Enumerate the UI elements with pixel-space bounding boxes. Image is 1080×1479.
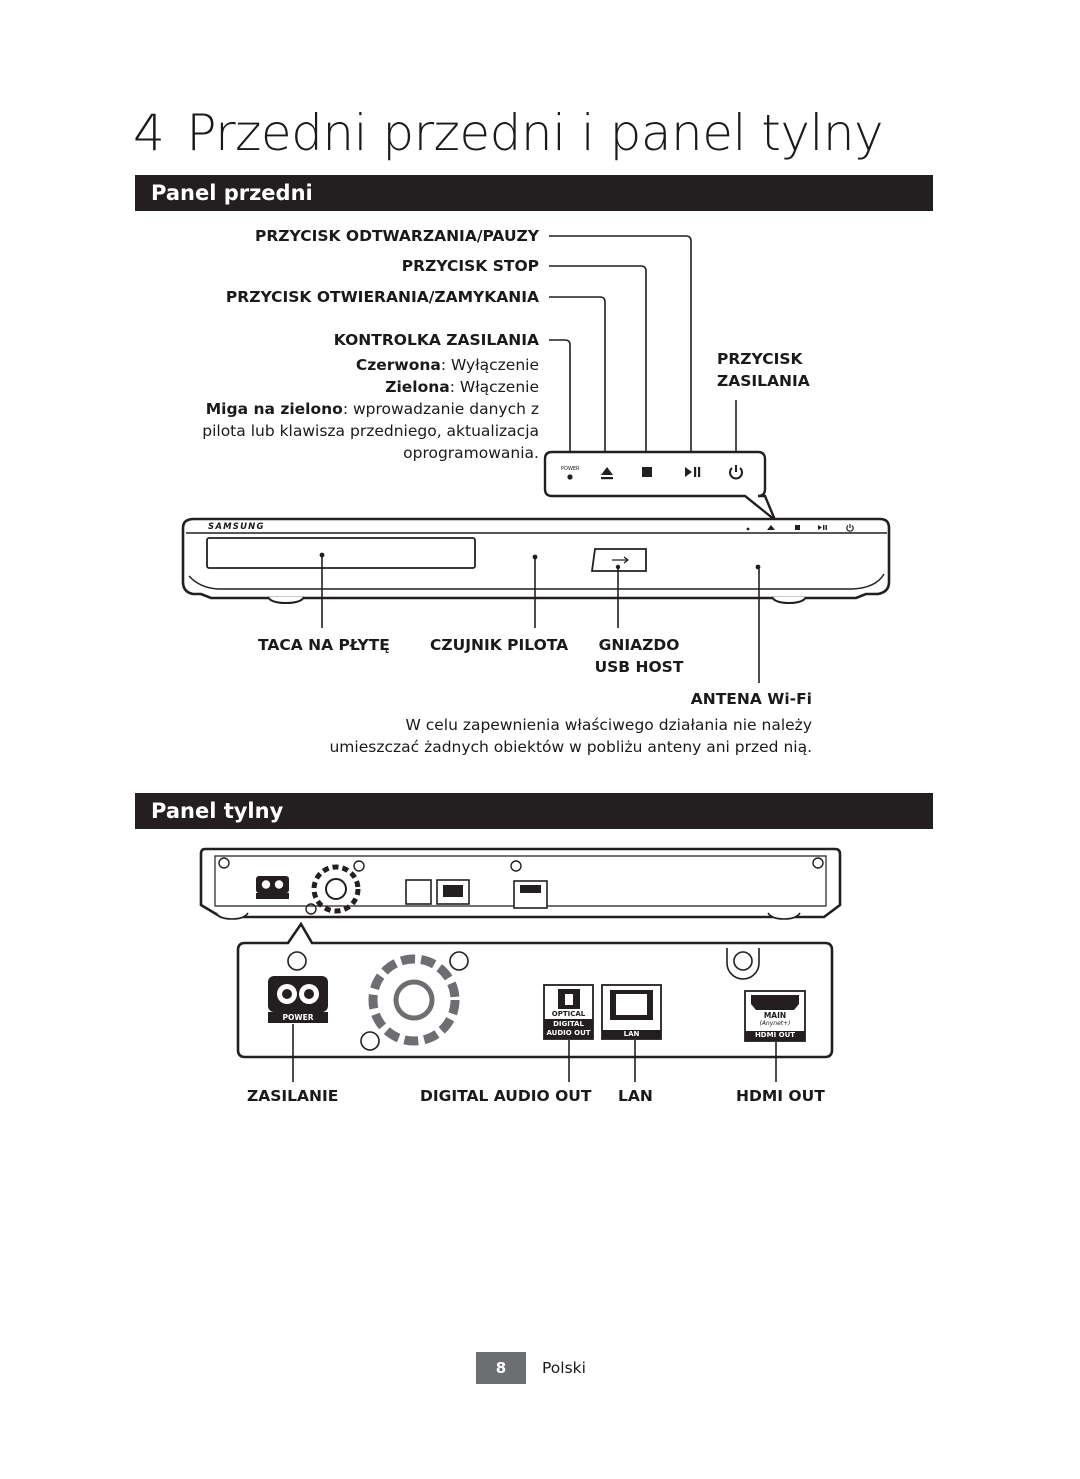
led-blink-line: Miga na zielono: wprowadzanie danych z	[205, 400, 539, 418]
leader-open-close	[549, 296, 606, 462]
led-red-line: Czerwona: Wyłączenie	[355, 356, 539, 374]
stop-icon	[642, 467, 652, 477]
label-power-led: KONTROLKA ZASILANIA	[333, 331, 539, 349]
led-blink-line-3: oprogramowania.	[403, 444, 539, 462]
led-green-line: Zielona: Włączenie	[385, 378, 539, 396]
hdmi-out-port-label: HDMI OUT	[754, 1031, 796, 1039]
label-play-pause: PRZYCISK ODTWARZANIA/PAUZY	[254, 227, 539, 245]
leader-play-pause	[549, 235, 692, 462]
power-icon	[729, 467, 743, 480]
samsung-logo: SAMSUNG	[208, 522, 265, 532]
rear-panel-small	[199, 847, 842, 920]
label-digital-audio: DIGITAL AUDIO OUT	[420, 1087, 592, 1105]
label-usb-1: GNIAZDO	[598, 636, 680, 654]
footer-language: Polski	[542, 1359, 586, 1377]
label-wifi: ANTENA Wi-Fi	[690, 690, 812, 708]
chapter-number: 4	[133, 104, 165, 162]
label-power-socket: ZASILANIE	[247, 1087, 339, 1105]
optical-label-3: AUDIO OUT	[546, 1029, 591, 1037]
section-heading-front: Panel przedni	[135, 175, 933, 211]
page-number: 8	[476, 1352, 526, 1384]
label-stop: PRZYCISK STOP	[401, 257, 539, 275]
control-strip-inset	[543, 450, 777, 521]
wifi-note-2: umieszczać żadnych obiektów w pobliżu an…	[329, 738, 812, 756]
leader-power-led	[549, 339, 571, 462]
hdmi-anynet-label: (Anynet+)	[759, 1020, 791, 1027]
label-hdmi-out: HDMI OUT	[736, 1087, 825, 1105]
remote-sensor	[532, 554, 538, 560]
hdmi-main-label: MAIN	[763, 1011, 787, 1020]
led-blink-line-2: pilota lub klawisza przedniego, aktualiz…	[202, 422, 539, 440]
power-led-dot	[567, 474, 573, 480]
optical-label-2: DIGITAL	[553, 1020, 584, 1028]
label-disc-tray: TACA NA PŁYTĘ	[258, 636, 390, 654]
label-power-button-2: ZASILANIA	[717, 372, 810, 390]
label-lan: LAN	[618, 1087, 653, 1105]
section-heading-rear: Panel tylny	[135, 793, 933, 829]
label-usb-2: USB HOST	[594, 658, 684, 676]
lan-port-label: LAN	[623, 1030, 640, 1038]
wifi-note-1: W celu zapewnienia właściwego działania …	[405, 716, 812, 734]
play-pause-icon	[685, 467, 692, 477]
rear-panel-zoom	[236, 921, 834, 1059]
optical-label-1: OPTICAL	[551, 1010, 586, 1018]
inset-power-label: POWER	[561, 466, 580, 472]
label-power-button-1: PRZYCISK	[717, 350, 803, 368]
fan-icon	[368, 954, 460, 1046]
power-port-label: POWER	[282, 1013, 314, 1022]
label-remote-sensor: CZUJNIK PILOTA	[430, 636, 569, 654]
player-front-body	[181, 517, 891, 605]
eject-icon	[601, 467, 613, 475]
chapter-title-text: Przedni przedni i panel tylny	[186, 104, 884, 162]
wifi-antenna-dot	[755, 564, 761, 570]
disc-tray	[206, 537, 476, 569]
chapter-title: 4 Przedni przedni i panel tylny	[133, 104, 884, 162]
leader-stop	[549, 265, 647, 462]
label-open-close: PRZYCISK OTWIERANIA/ZAMYKANIA	[225, 288, 539, 306]
